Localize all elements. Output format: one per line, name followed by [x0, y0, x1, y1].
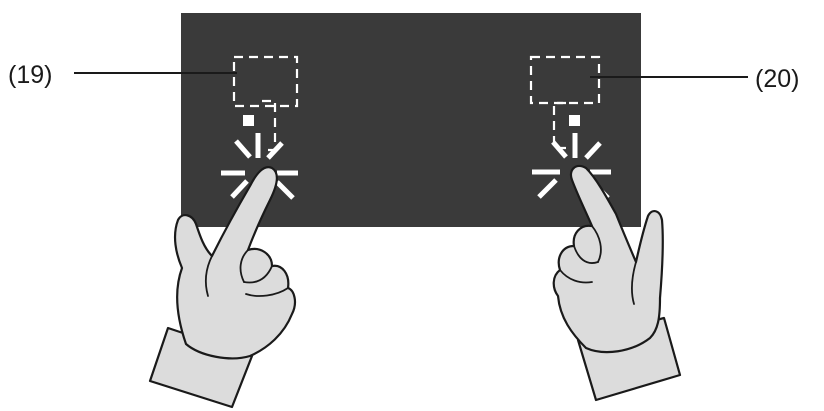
status-led-right: [569, 115, 580, 126]
callout-label-left: (19): [8, 61, 52, 89]
status-led-left: [243, 115, 254, 126]
callout-label-right: (20): [755, 65, 799, 93]
